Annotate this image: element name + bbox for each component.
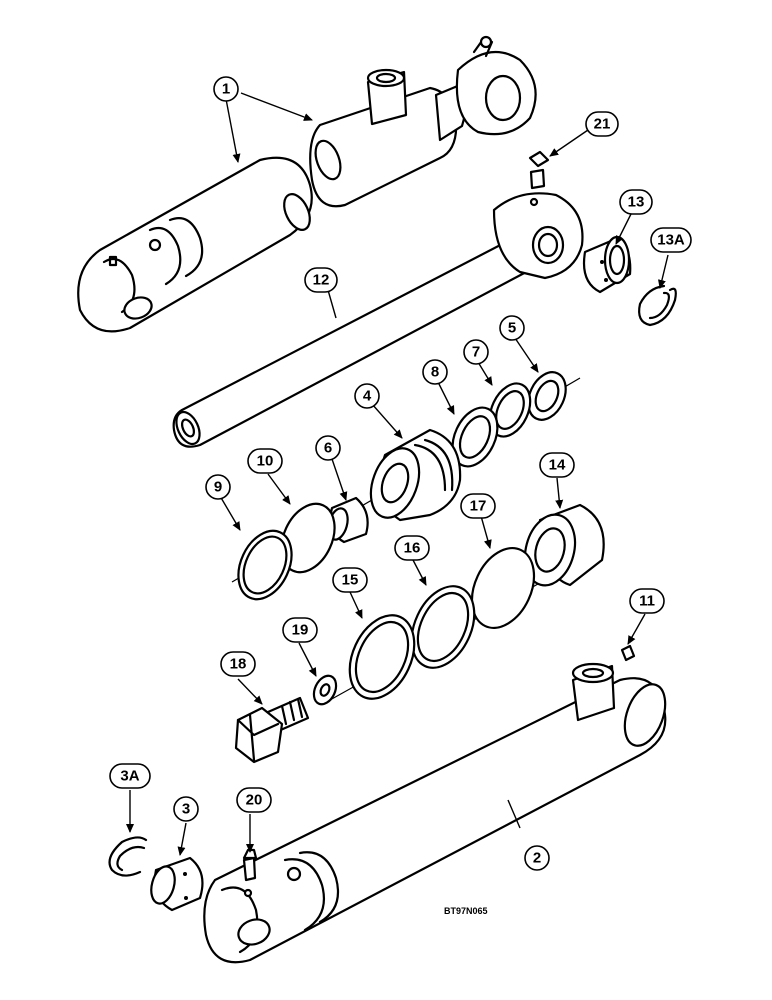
svg-text:2: 2 [533, 850, 541, 867]
seal-15 [348, 614, 416, 700]
callout-10: 10 [247, 448, 283, 474]
seal-17 [470, 547, 536, 629]
svg-text:17: 17 [470, 498, 487, 515]
barrel-tube-right [309, 35, 537, 208]
callout-2: 2 [524, 845, 550, 871]
svg-text:14: 14 [549, 457, 566, 474]
callout-1: 1 [213, 76, 239, 102]
callout-17: 17 [460, 493, 496, 519]
seal-16 [410, 585, 476, 669]
svg-text:5: 5 [508, 320, 516, 337]
seal-7 [488, 382, 532, 438]
callout-16: 16 [394, 535, 430, 561]
svg-text:7: 7 [472, 344, 480, 361]
barrel-tube-left [77, 156, 313, 333]
callout-13a: 13A [650, 227, 692, 253]
grease-fitting-20 [242, 848, 258, 882]
snap-ring-13a [638, 284, 677, 327]
seal-9 [237, 529, 293, 601]
svg-text:11: 11 [639, 593, 655, 610]
callout-9: 9 [205, 474, 231, 500]
svg-text:16: 16 [404, 540, 421, 557]
svg-text:9: 9 [214, 479, 222, 496]
callout-13: 13 [619, 189, 653, 215]
callout-12: 12 [304, 267, 338, 293]
svg-text:13: 13 [628, 194, 645, 211]
callout-8: 8 [422, 359, 448, 385]
piston-rod [172, 192, 584, 448]
svg-text:3: 3 [182, 801, 190, 818]
svg-text:15: 15 [342, 572, 359, 589]
callout-18: 18 [220, 651, 256, 677]
callout-3a: 3A [109, 763, 151, 789]
seal-8 [451, 406, 499, 468]
grease-fitting-21 [528, 150, 550, 190]
drawing-code: BT97N065 [444, 906, 488, 916]
seal-5 [527, 371, 567, 421]
svg-text:6: 6 [324, 440, 332, 457]
piston-4 [369, 428, 462, 522]
callout-4: 4 [354, 383, 380, 409]
callout-6: 6 [315, 435, 341, 461]
callout-19: 19 [282, 617, 318, 643]
svg-text:20: 20 [246, 792, 263, 809]
bolt-18 [234, 696, 310, 764]
svg-text:21: 21 [594, 116, 611, 133]
bushing-3 [150, 856, 204, 912]
washer-19 [312, 674, 338, 706]
svg-text:8: 8 [431, 364, 439, 381]
svg-text:13A: 13A [657, 232, 685, 249]
barrel-tube-lower [203, 662, 667, 964]
callout-3: 3 [173, 796, 199, 822]
callout-5: 5 [499, 315, 525, 341]
svg-text:12: 12 [313, 272, 330, 289]
bushing-13 [582, 235, 632, 294]
callout-7: 7 [463, 339, 489, 365]
svg-text:19: 19 [292, 622, 309, 639]
svg-text:3A: 3A [120, 768, 139, 785]
svg-text:18: 18 [230, 656, 247, 673]
callout-20: 20 [236, 787, 272, 813]
snap-ring-3a [108, 836, 148, 877]
callout-15: 15 [332, 567, 368, 593]
callout-21: 21 [585, 111, 619, 137]
svg-text:10: 10 [257, 453, 274, 470]
callout-14: 14 [539, 452, 575, 478]
svg-text:1: 1 [222, 81, 230, 98]
svg-text:4: 4 [363, 388, 372, 405]
callout-11: 11 [629, 588, 665, 614]
seal-10 [280, 502, 336, 574]
piston-14 [523, 503, 605, 587]
plug-11 [620, 644, 636, 662]
